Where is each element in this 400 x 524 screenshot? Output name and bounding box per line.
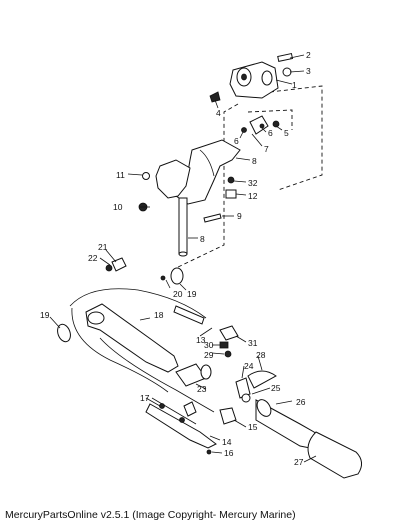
callout-25: 25 [271, 383, 281, 393]
tiller-frame [138, 139, 241, 257]
callout-19b: 19 [40, 310, 50, 320]
throttle-grip [235, 370, 362, 479]
exploded-parts-diagram: 1 2 3 4 5 6 6 7 8 11 32 12 10 9 8 21 22 … [40, 50, 362, 479]
callout-29: 29 [204, 350, 214, 360]
callout-23: 23 [197, 384, 207, 394]
callout-13: 13 [196, 335, 206, 345]
callout-6a: 6 [234, 136, 239, 146]
callout-19a: 19 [187, 289, 197, 299]
callout-8a: 8 [252, 156, 257, 166]
tiller-arm-and-cables [69, 288, 239, 413]
callout-3: 3 [306, 66, 311, 76]
callout-2: 2 [306, 50, 311, 60]
callout-1: 1 [292, 80, 297, 90]
callout-9: 9 [237, 211, 242, 221]
callout-16: 16 [224, 448, 234, 458]
callout-32: 32 [248, 178, 258, 188]
callout-14: 14 [222, 437, 232, 447]
callout-27: 27 [294, 457, 304, 467]
callout-21: 21 [98, 242, 108, 252]
callout-20: 20 [173, 289, 183, 299]
callout-15: 15 [248, 422, 258, 432]
callout-12: 12 [248, 191, 258, 201]
callout-26: 26 [296, 397, 306, 407]
callout-8b: 8 [200, 234, 205, 244]
callout-7: 7 [264, 144, 269, 154]
callout-22: 22 [88, 253, 98, 263]
callout-5: 5 [284, 128, 289, 138]
callout-30: 30 [204, 340, 214, 350]
throttle-linkage [145, 397, 237, 455]
callout-10: 10 [113, 202, 123, 212]
small-hardware [57, 257, 184, 343]
callout-labels: 1 2 3 4 5 6 6 7 8 11 32 12 10 9 8 21 22 … [40, 50, 311, 467]
upper-bracket-assembly [209, 52, 294, 135]
callout-24: 24 [244, 361, 254, 371]
callout-17: 17 [140, 393, 150, 403]
callout-11: 11 [116, 170, 125, 180]
callout-28: 28 [256, 350, 266, 360]
callout-18: 18 [154, 310, 164, 320]
assembly-dashed-lines [175, 85, 323, 269]
callout-6b: 6 [268, 128, 273, 138]
copyright-footer: MercuryPartsOnline v2.5.1 (Image Copyrig… [5, 509, 296, 521]
callout-4: 4 [216, 108, 221, 118]
callout-31: 31 [248, 338, 258, 348]
leader-lines [49, 54, 317, 463]
